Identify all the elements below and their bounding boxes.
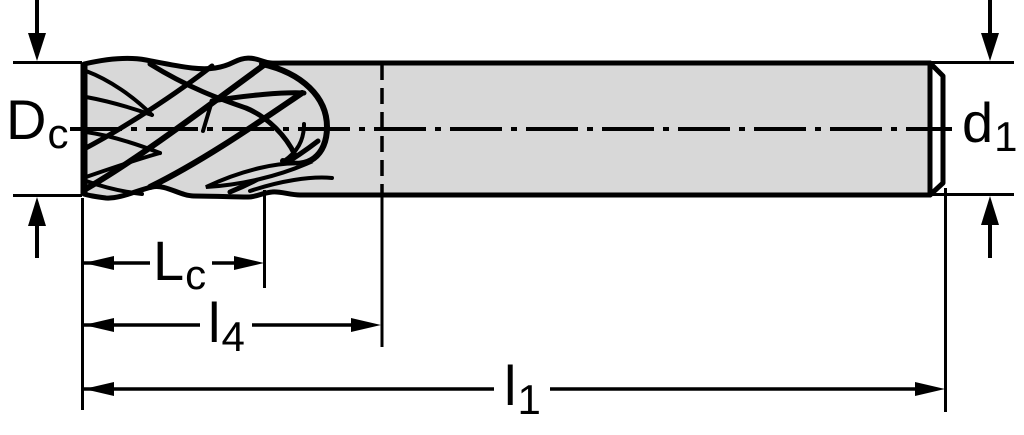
overall-length-label: l1 (504, 358, 541, 421)
shank-diameter-label: d1 (962, 95, 1018, 158)
shank-diameter-subscript: 1 (994, 113, 1018, 161)
arrow-up-icon (981, 196, 999, 225)
flute-helix-curve (147, 61, 298, 158)
flute-edge-line (201, 99, 214, 133)
flute-land-sliver (248, 175, 334, 193)
usable-length-label: l4 (208, 295, 245, 358)
arrow-right-icon (351, 318, 381, 332)
dimension-usable-length (84, 318, 381, 332)
end-tooth-edge (84, 151, 162, 179)
arrow-left-icon (84, 382, 114, 396)
dimension-overall-length (84, 382, 945, 396)
arrow-down-icon (981, 33, 999, 61)
end-tooth-edge (84, 95, 154, 117)
cutting-length-label: Lc (153, 233, 206, 296)
cutting-diameter-symbol: D (6, 88, 47, 151)
usable-length-subscript: 4 (221, 313, 245, 361)
flute-land-sliver (205, 161, 314, 189)
flute-helix-curve (147, 90, 305, 190)
overall-length-symbol: l (504, 354, 517, 417)
cutting-diameter-subscript: c (47, 110, 69, 158)
arrow-left-icon (84, 318, 114, 332)
flute-edge-line (209, 90, 307, 104)
arrow-down-icon (28, 33, 46, 61)
arrow-right-icon (234, 256, 264, 270)
cutting-length-subscript: c (185, 251, 207, 299)
arrow-up-icon (28, 197, 46, 226)
arrow-right-icon (915, 382, 945, 396)
overall-length-subscript: 1 (517, 376, 541, 424)
flute-detail (81, 61, 334, 196)
end-tooth-edge (84, 179, 144, 196)
diameter-arrows (28, 0, 999, 258)
shank-diameter-symbol: d (962, 91, 994, 154)
cutting-length-symbol: L (153, 229, 185, 292)
cutting-diameter-label: Dc (6, 92, 68, 155)
usable-length-symbol: l (208, 291, 221, 354)
end-tooth-edge (84, 130, 162, 155)
extension-lines (13, 61, 1014, 412)
end-tooth-edge (84, 69, 154, 117)
arrow-left-icon (84, 256, 114, 270)
dimension-cutting-length (84, 256, 264, 270)
